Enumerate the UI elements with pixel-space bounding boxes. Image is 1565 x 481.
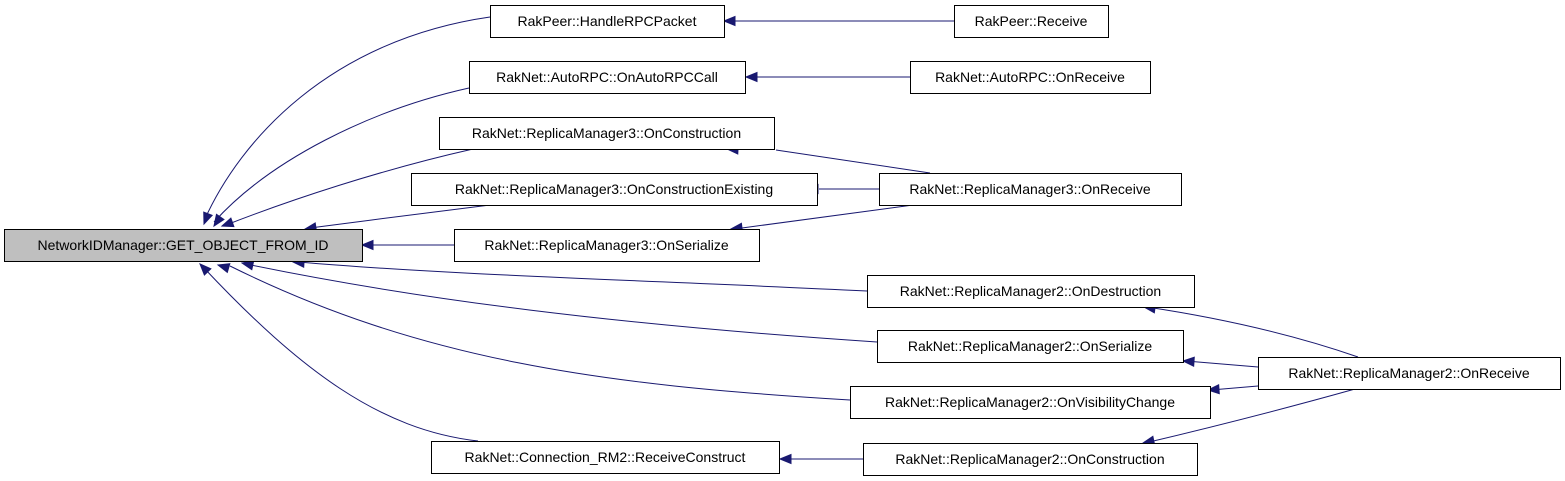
node-box (469, 61, 746, 94)
edge-arrowhead-n5-to-root (220, 217, 235, 228)
node-box (490, 5, 725, 38)
edge-arrowhead-n3-to-root (213, 213, 225, 228)
edge-n13-to-root (203, 267, 479, 442)
node-n3[interactable]: RakNet::AutoRPC::OnAutoRPCCall (469, 61, 746, 94)
edge-n11-to-n10 (1185, 360, 1259, 368)
node-n7[interactable]: RakNet::ReplicaManager3::OnReceive (879, 173, 1182, 206)
edge-n3-to-root (213, 87, 470, 223)
edge-arrowhead-n12-to-root (216, 263, 231, 274)
node-box (877, 330, 1184, 363)
node-n12[interactable]: RakNet::ReplicaManager2::OnVisibilityCha… (850, 386, 1211, 419)
node-box (411, 173, 818, 206)
node-n14[interactable]: RakNet::ReplicaManager2::OnConstruction (863, 443, 1198, 476)
node-label: RakNet::ReplicaManager2::OnConstruction (895, 451, 1164, 467)
edge-n7-to-n8 (741, 204, 914, 229)
node-label: RakNet::ReplicaManager3::OnConstruction (472, 125, 741, 141)
edge-arrowhead-n13-to-root (199, 263, 212, 276)
nodes-layer: NetworkIDManager::GET_OBJECT_FROM_ID RakP… (4, 5, 1561, 476)
edge-arrowhead-n1-to-root (203, 211, 214, 226)
node-label: RakNet::ReplicaManager2::OnReceive (1288, 365, 1529, 381)
edge-arrowhead-n11-to-n12 (1206, 383, 1220, 395)
edge-n12-to-root (229, 265, 851, 401)
node-box (910, 61, 1151, 94)
node-box (439, 117, 775, 150)
edge-n7-to-n5 (775, 149, 931, 174)
node-label: RakNet::AutoRPC::OnReceive (935, 69, 1125, 85)
node-label: RakNet::AutoRPC::OnAutoRPCCall (496, 69, 718, 85)
edge-arrowhead-n11-to-n10 (1181, 356, 1195, 368)
node-n4[interactable]: RakNet::AutoRPC::OnReceive (910, 61, 1151, 94)
node-box (454, 229, 760, 262)
node-box (879, 173, 1182, 206)
node-label: RakPeer::HandleRPCPacket (518, 13, 697, 29)
edge-n11-to-n9 (1146, 306, 1359, 358)
node-box (867, 275, 1195, 308)
node-n1[interactable]: RakPeer::HandleRPCPacket (490, 5, 725, 38)
edge-n11-to-n14 (1144, 388, 1356, 444)
node-label: RakNet::ReplicaManager3::OnReceive (909, 181, 1150, 197)
node-box (4, 229, 363, 262)
edge-n6-to-root (309, 204, 491, 229)
node-n11[interactable]: RakNet::ReplicaManager2::OnReceive (1258, 357, 1561, 390)
node-box (850, 386, 1211, 419)
node-box (954, 5, 1109, 38)
node-label: RakNet::ReplicaManager2::OnDestruction (900, 283, 1161, 299)
edge-n9-to-root (297, 261, 868, 292)
root-node[interactable]: NetworkIDManager::GET_OBJECT_FROM_ID (4, 229, 363, 262)
node-n9[interactable]: RakNet::ReplicaManager2::OnDestruction (867, 275, 1195, 308)
node-label: NetworkIDManager::GET_OBJECT_FROM_ID (38, 237, 329, 253)
node-n6[interactable]: RakNet::ReplicaManager3::OnConstructionE… (411, 173, 818, 206)
node-box (1258, 357, 1561, 390)
node-n2[interactable]: RakPeer::Receive (954, 5, 1109, 38)
node-n8[interactable]: RakNet::ReplicaManager3::OnSerialize (454, 229, 760, 262)
node-n10[interactable]: RakNet::ReplicaManager2::OnSerialize (877, 330, 1184, 363)
edge-n10-to-root (245, 263, 878, 343)
node-label: RakNet::ReplicaManager2::OnVisibilityCha… (885, 394, 1175, 410)
edge-arrowhead-n14-to-n13 (778, 453, 792, 465)
edge-arrowhead-n4-to-n3 (744, 71, 758, 83)
edge-arrowhead-n10-to-root (240, 260, 255, 271)
edge-arrowhead-n2-to-n1 (722, 15, 736, 27)
edge-arrowhead-n8-to-root (360, 239, 374, 251)
node-label: RakNet::Connection_RM2::ReceiveConstruct (465, 449, 746, 465)
edge-n1-to-root (203, 16, 491, 222)
node-label: RakNet::ReplicaManager2::OnSerialize (908, 338, 1153, 354)
node-label: RakPeer::Receive (975, 13, 1088, 29)
node-n13[interactable]: RakNet::Connection_RM2::ReceiveConstruct (431, 441, 780, 474)
node-label: RakNet::ReplicaManager3::OnSerialize (484, 237, 729, 253)
edge-n5-to-root (225, 148, 474, 226)
node-label: RakNet::ReplicaManager3::OnConstructionE… (455, 181, 773, 197)
node-n5[interactable]: RakNet::ReplicaManager3::OnConstruction (439, 117, 775, 150)
node-box (863, 443, 1198, 476)
node-box (431, 441, 780, 474)
